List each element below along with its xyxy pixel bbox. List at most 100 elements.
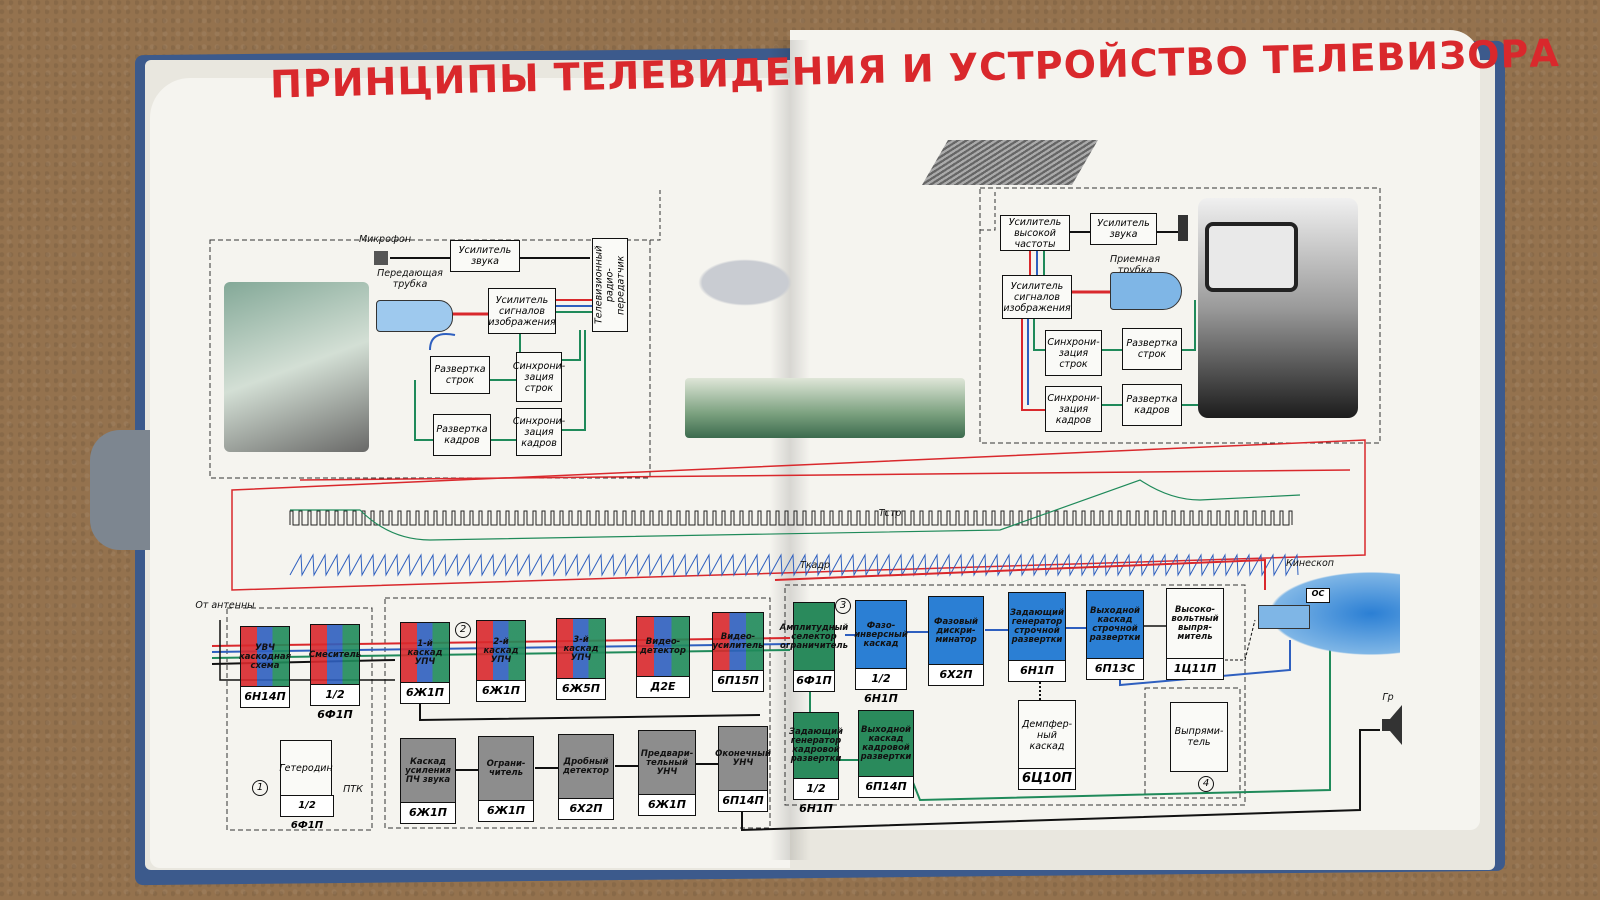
- rx-line-scan: Развертка строк: [1122, 328, 1182, 370]
- top-stage-label: Видео-детектор: [640, 637, 686, 656]
- receiver-frame: [979, 187, 1381, 444]
- sound-tube-label: 6П14П: [718, 790, 768, 812]
- top-stage-label: 3-й каскад УПЧ: [563, 634, 599, 663]
- camera-tube-label: Передающая трубка: [377, 268, 443, 290]
- sync-tube-label: 1/2 6Н1П: [855, 668, 907, 705]
- top-stage-7: Видео-усилитель: [712, 612, 764, 672]
- section-number-2: 2: [455, 622, 471, 638]
- cloud-illustration: [690, 255, 800, 310]
- kinescope-label: Кинескоп: [1286, 558, 1334, 569]
- sync-tube-label: 6Н1П: [1008, 660, 1066, 682]
- t-kadr-label: Ткадр: [800, 560, 830, 571]
- top-stage-label: Видео-усилитель: [712, 632, 764, 651]
- frame-stage-2: Выходной каскад кадровой развертки: [858, 710, 914, 778]
- tx-sound-amp: Усилитель звука: [450, 240, 520, 272]
- top-tube-label: 6Ж1П: [476, 680, 526, 702]
- top-stage-3: 1-й каскад УПЧ: [400, 622, 450, 684]
- rgb-stripes: [311, 625, 359, 685]
- frame-tube-label: 6П14П: [858, 776, 914, 798]
- sync-stage-label: Выходной каскад строчной развертки: [1089, 606, 1141, 643]
- transmitter-frame: [209, 239, 651, 479]
- heterodyne-tube: 1/2 6Ф1П: [280, 795, 334, 831]
- kinescope-neck: [1258, 605, 1310, 629]
- sound-stage-label: Предвари-тельный УНЧ: [640, 748, 694, 777]
- tv-set-icon: [1205, 222, 1298, 292]
- antenna-input-label: От антенны: [195, 600, 255, 611]
- roof-illustration: [922, 140, 1098, 185]
- microphone-label: Микрофон: [358, 234, 412, 245]
- sound-tube-label: 6Ж1П: [400, 802, 456, 824]
- bookmark-ribbon: [90, 430, 160, 550]
- top-stage-label: Смеситель: [308, 649, 362, 660]
- picture-tube-icon: [1110, 272, 1182, 310]
- sync-stage-label: Высоко-вольтный выпря-митель: [1171, 605, 1219, 642]
- sound-stage-2: Ограни-читель: [478, 736, 534, 802]
- tx-frame-scan: Развертка кадров: [433, 414, 491, 456]
- rgb-stripes: [557, 619, 605, 679]
- top-stage-1: УВЧ каскодная схема: [238, 626, 292, 688]
- tx-frame-sync: Синхрони-зация кадров: [513, 408, 565, 456]
- sound-stage-4: Предвари-тельный УНЧ: [638, 730, 696, 796]
- top-stage-label: 1-й каскад УПЧ: [407, 638, 443, 667]
- sound-tube-label: 6Х2П: [558, 798, 614, 820]
- frame-stage-1: Задающий генератор кадровой развертки: [789, 712, 843, 780]
- section-number-3: 3: [835, 598, 851, 614]
- tx-radio-transmitter: Телевизионный радио-передатчик: [592, 238, 628, 332]
- top-stage-6: Видео-детектор: [636, 616, 690, 678]
- speaker-icon: [1178, 215, 1188, 241]
- tx-video-amp: Усилитель сигналов изображения: [488, 288, 556, 334]
- sync-stage-5: Выходной каскад строчной развертки: [1086, 590, 1144, 660]
- top-tube-label: 6Ж1П: [400, 682, 450, 704]
- sound-stage-label: Оконечный УНЧ: [715, 749, 771, 768]
- camera-tube-icon: [376, 300, 453, 332]
- signal-frame: [231, 439, 1366, 591]
- rx-line-sync: Синхрони-зация строк: [1045, 330, 1102, 376]
- rx-frame-scan: Развертка кадров: [1122, 384, 1182, 426]
- sound-stage-label: Ограни-читель: [486, 759, 526, 778]
- rgb-stripes: [477, 621, 525, 681]
- sync-stage-label: Амплитудный селектор ограничитель: [779, 622, 849, 651]
- rgb-stripes: [637, 617, 689, 677]
- damper-block: Демпфер-ный каскад: [1018, 700, 1076, 770]
- rx-sound-amp: Усилитель звука: [1090, 213, 1157, 245]
- sound-stage-1: Каскад усиления ПЧ звука: [400, 738, 456, 804]
- top-tube-label: 6П15П: [712, 670, 764, 692]
- top-tube-label: 1/2 6Ф1П: [310, 684, 360, 721]
- sync-stage-3: Фазовый дискри-минатор: [928, 596, 984, 666]
- section-number-1: 1: [252, 780, 268, 796]
- sync-tube-label: 1Ц11П: [1166, 658, 1224, 680]
- sound-stage-label: Дробный детектор: [563, 757, 609, 776]
- sync-stage-1: Амплитудный селектор ограничитель: [779, 602, 849, 672]
- rgb-stripes: [401, 623, 449, 683]
- sound-tube-label: 6Ж1П: [638, 794, 696, 816]
- sync-stage-label: Задающий генератор строчной развертки: [1010, 608, 1064, 645]
- landscape-illustration: [685, 378, 965, 438]
- rx-video-amp: Усилитель сигналов изображения: [1002, 275, 1072, 319]
- top-tube-label: 6Ж5П: [556, 678, 606, 700]
- top-stage-4: 2-й каскад УПЧ: [476, 620, 526, 682]
- sound-stage-3: Дробный детектор: [558, 734, 614, 800]
- top-tube-label: 6Н14П: [240, 686, 290, 708]
- sound-tube-label: 6Ж1П: [478, 800, 534, 822]
- section-number-4: 4: [1198, 776, 1214, 792]
- microphone-icon: [374, 251, 388, 265]
- sync-tube-label: 6Х2П: [928, 664, 984, 686]
- t-str-label: Тстр: [878, 508, 902, 519]
- rx-frame-sync: Синхрони-зация кадров: [1045, 386, 1102, 432]
- speaker-gr-label: Гр: [1382, 692, 1394, 703]
- top-stage-label: УВЧ каскодная схема: [238, 642, 292, 671]
- rectifier-block: Выпрями-тель: [1170, 702, 1228, 772]
- top-tube-label: Д2Е: [636, 676, 690, 698]
- os-label: ОС: [1306, 588, 1330, 603]
- rgb-stripes: [241, 627, 289, 687]
- tx-line-scan: Развертка строк: [430, 356, 490, 394]
- sync-stage-4: Задающий генератор строчной развертки: [1008, 592, 1066, 662]
- tx-line-sync: Синхрони-зация строк: [513, 352, 565, 402]
- sync-stage-6: Высоко-вольтный выпря-митель: [1166, 588, 1224, 660]
- rgb-stripes: [713, 613, 763, 671]
- frame-stage-label: Задающий генератор кадровой развертки: [789, 727, 843, 764]
- sync-stage-label: Фазовый дискри-минатор: [934, 616, 978, 645]
- top-stage-label: 2-й каскад УПЧ: [483, 636, 519, 665]
- sound-stage-5: Оконечный УНЧ: [715, 726, 771, 792]
- frame-tube-label: 1/2 6Н1П: [793, 778, 839, 815]
